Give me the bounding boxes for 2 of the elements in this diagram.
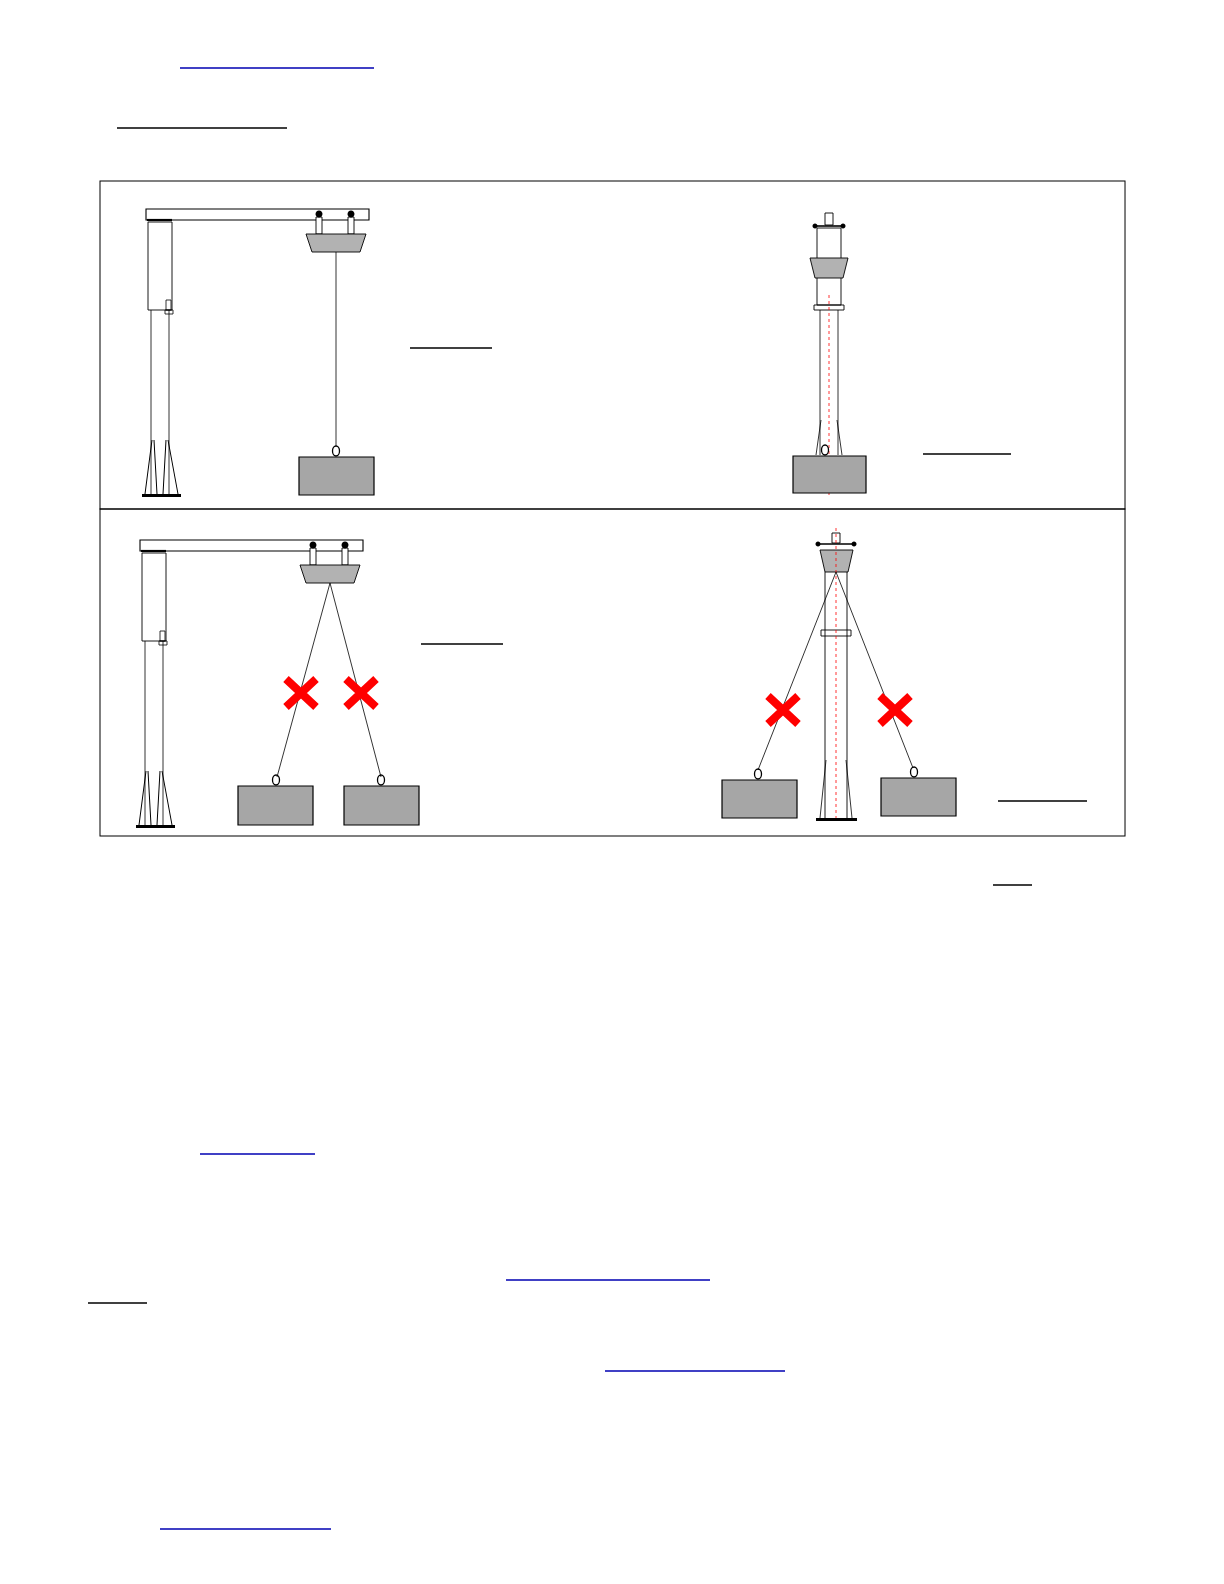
panel-frame <box>99 508 1126 837</box>
panel-frame <box>99 180 1126 510</box>
